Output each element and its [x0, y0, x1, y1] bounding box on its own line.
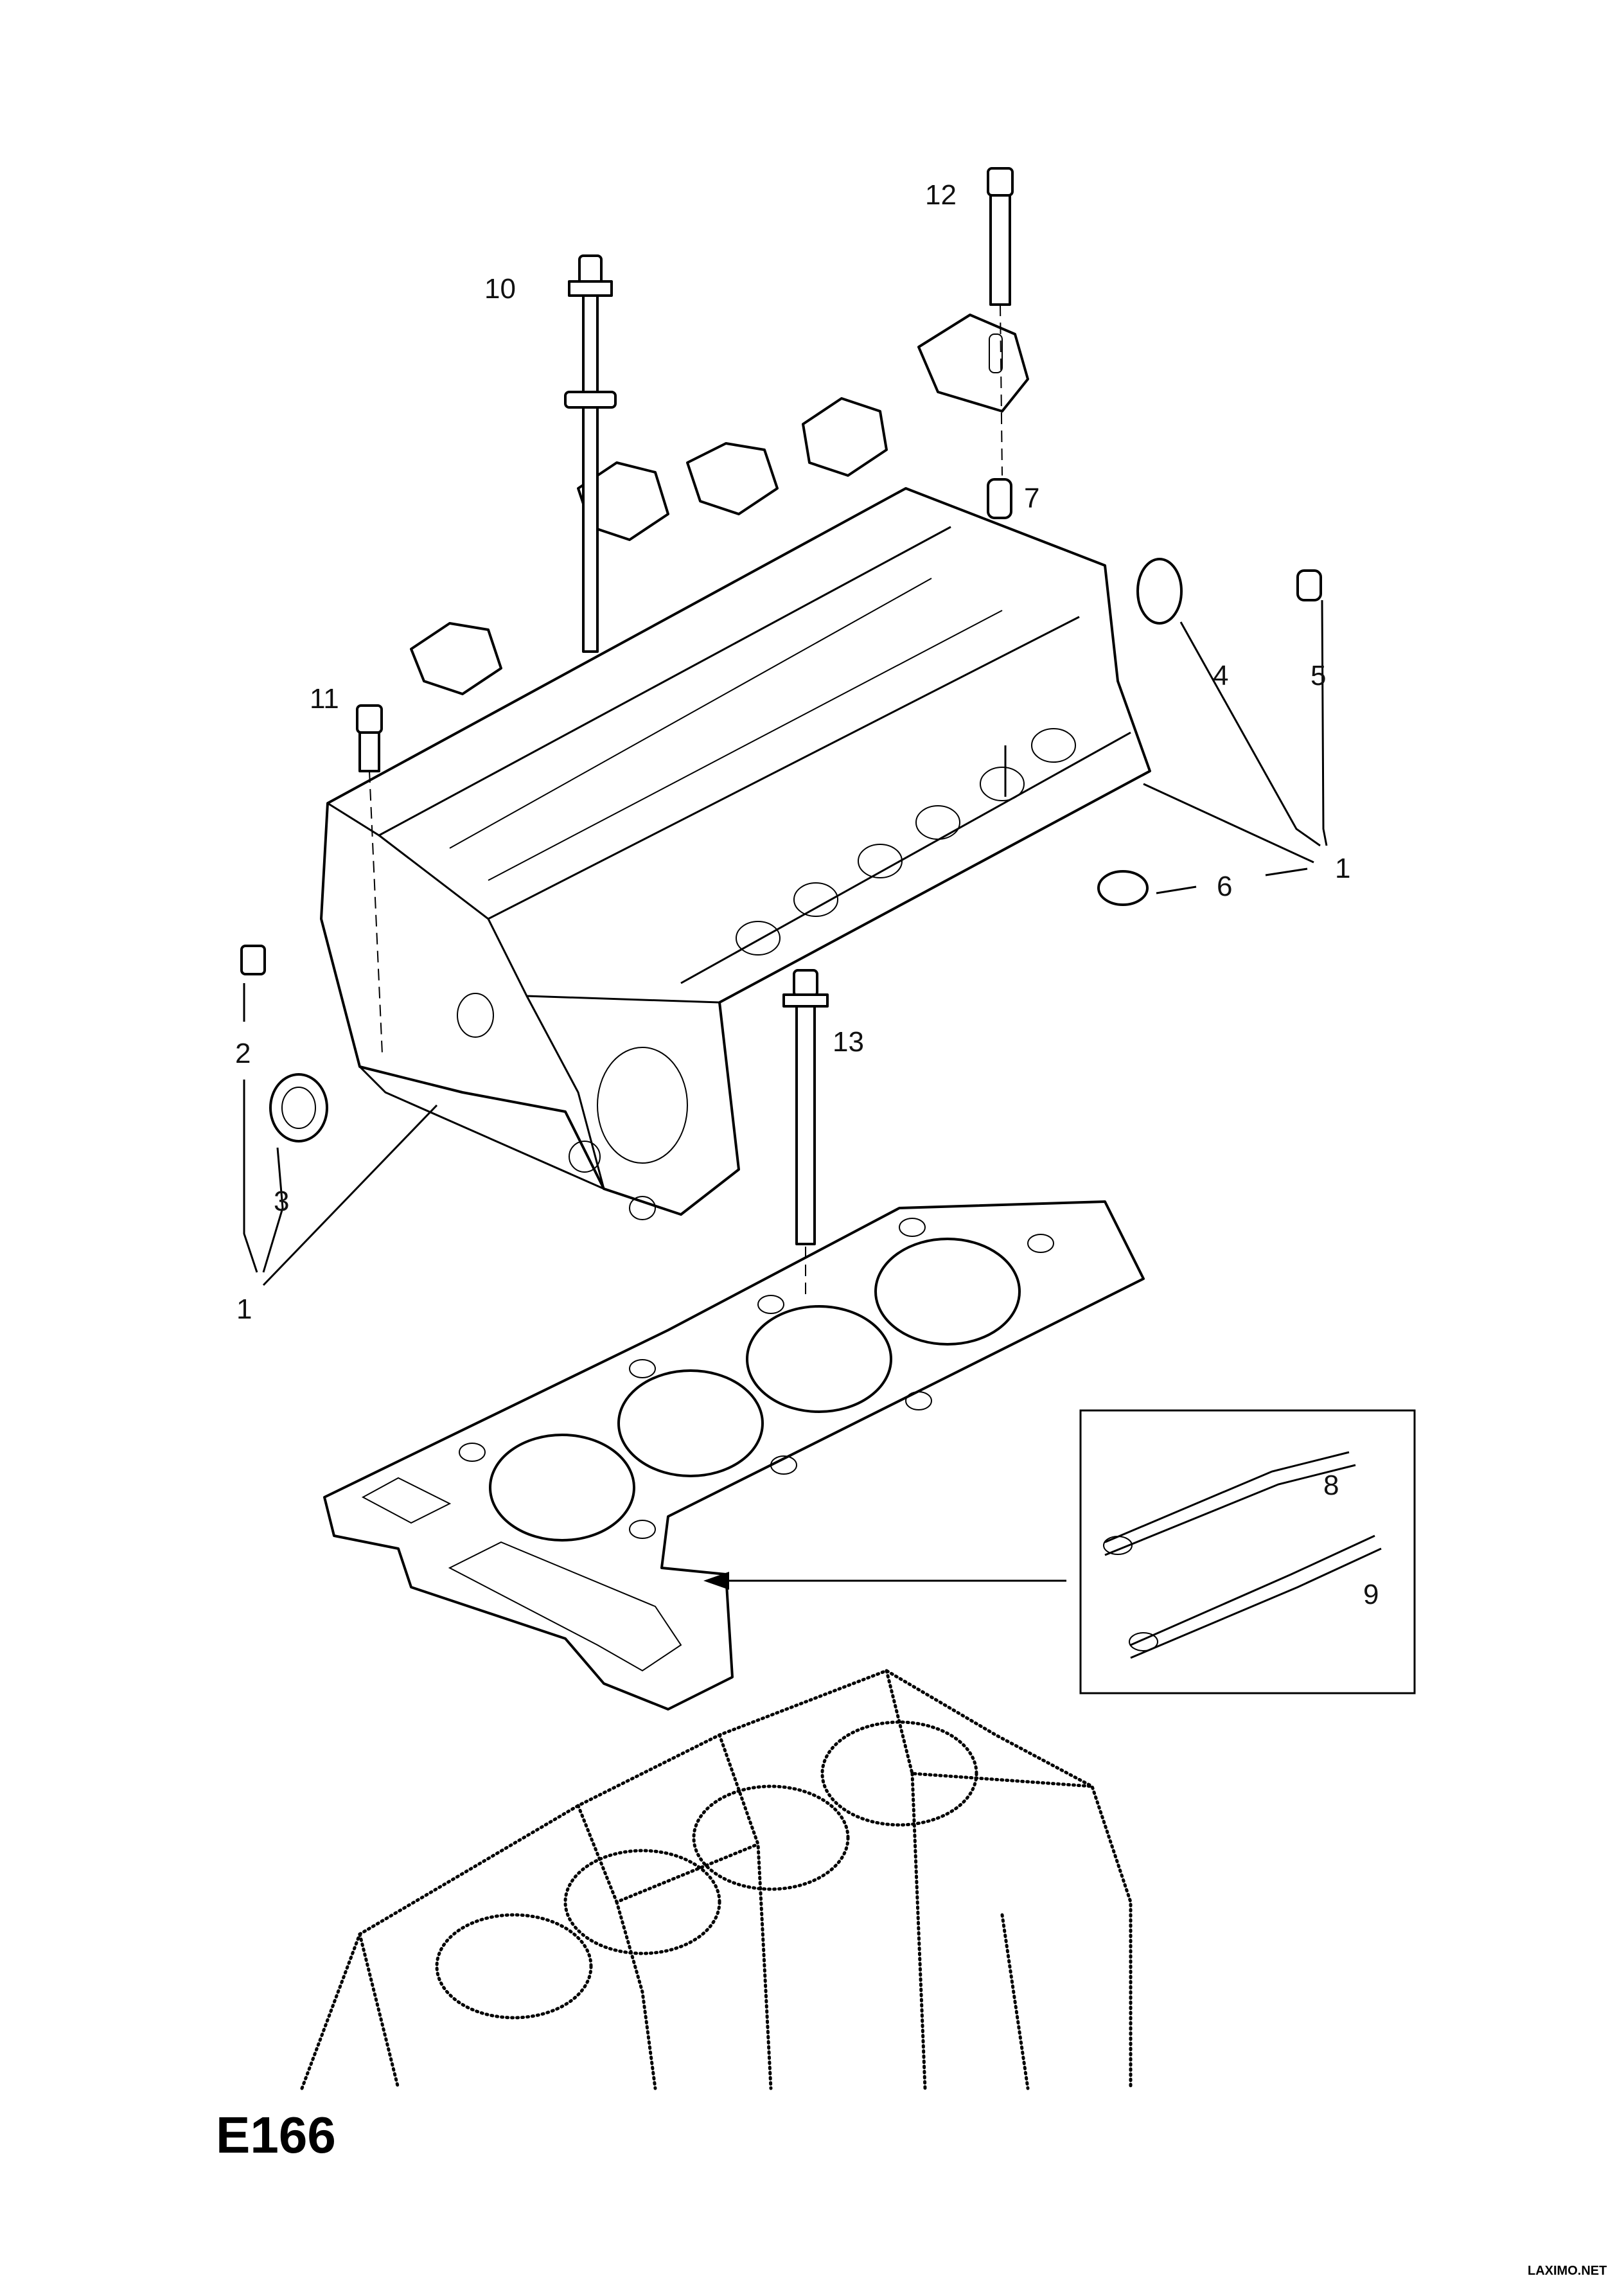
- callout-10: 10: [484, 273, 516, 305]
- callout-8: 8: [1323, 1470, 1339, 1501]
- callout-2: 2: [235, 1038, 251, 1069]
- watermark: LAXIMO.NET: [1528, 2264, 1607, 2278]
- callout-6: 6: [1217, 871, 1232, 902]
- plug-5: [1296, 569, 1322, 601]
- callout-13: 13: [833, 1026, 864, 1058]
- engine-block-outline: [300, 1669, 1133, 2090]
- cylinder-head: [320, 487, 1151, 1220]
- callout-11: 11: [310, 683, 339, 715]
- seal-3: [269, 1073, 328, 1142]
- callout-4: 4: [1213, 660, 1228, 691]
- bolt-11: [356, 704, 383, 1054]
- callout-5: 5: [1311, 660, 1326, 691]
- dowel-7: [987, 478, 1012, 519]
- plug-6: [1097, 870, 1149, 906]
- plug-2: [240, 945, 266, 975]
- callout-9: 9: [1363, 1579, 1379, 1610]
- head-bolt-10: [564, 254, 617, 653]
- bolt-12: [987, 167, 1014, 476]
- callout-7: 7: [1024, 483, 1039, 514]
- callout-1-right: 1: [1335, 853, 1350, 884]
- head-gasket: [323, 1200, 1145, 1711]
- plug-4: [1136, 558, 1183, 625]
- callout-3: 3: [274, 1186, 289, 1217]
- diagram-code: E166: [216, 2106, 336, 2164]
- leader-lines: [243, 600, 1328, 1590]
- bolt-13: [782, 969, 829, 1298]
- callout-12: 12: [925, 179, 957, 211]
- inset-detail-box: [1079, 1409, 1416, 1694]
- callout-1-left: 1: [236, 1294, 252, 1325]
